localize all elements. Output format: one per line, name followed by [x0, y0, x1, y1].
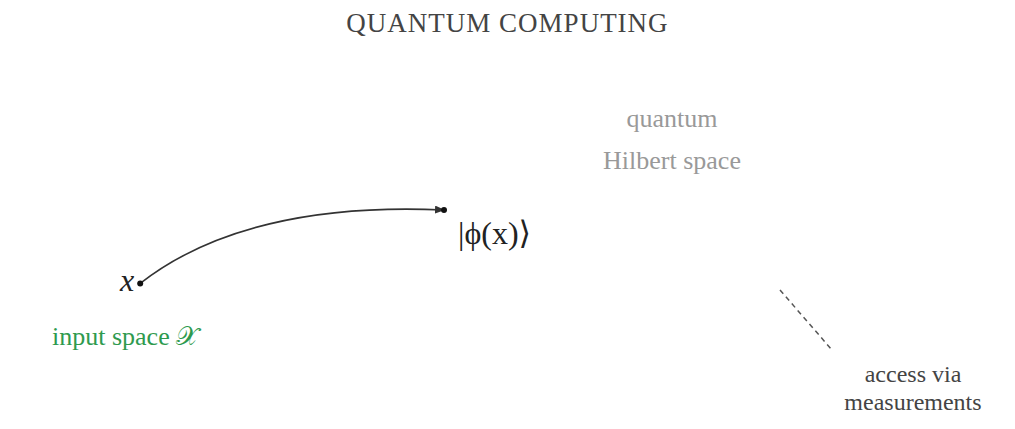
point-label: x: [120, 262, 134, 299]
region-label: input space 𝒳: [52, 322, 198, 352]
state-vector: [658, 251, 673, 268]
region-blob: quantum Hilbert space |ϕ(x)⟩: [383, 78, 893, 378]
blob-outline: [12, 212, 332, 408]
bloch-sphere: [622, 217, 718, 313]
annotation-label: access via measurements: [828, 360, 998, 416]
point-dot: [137, 280, 143, 286]
leader-line: [780, 290, 832, 350]
region-label: quantum Hilbert space: [591, 98, 753, 182]
region-blob: x input space 𝒳: [12, 212, 332, 408]
state-label: |ϕ(x)⟩: [458, 214, 531, 252]
point-dot: [441, 207, 447, 213]
mapping-arrow: [140, 209, 444, 283]
title-text: QUANTUM COMPUTING: [0, 8, 1015, 39]
